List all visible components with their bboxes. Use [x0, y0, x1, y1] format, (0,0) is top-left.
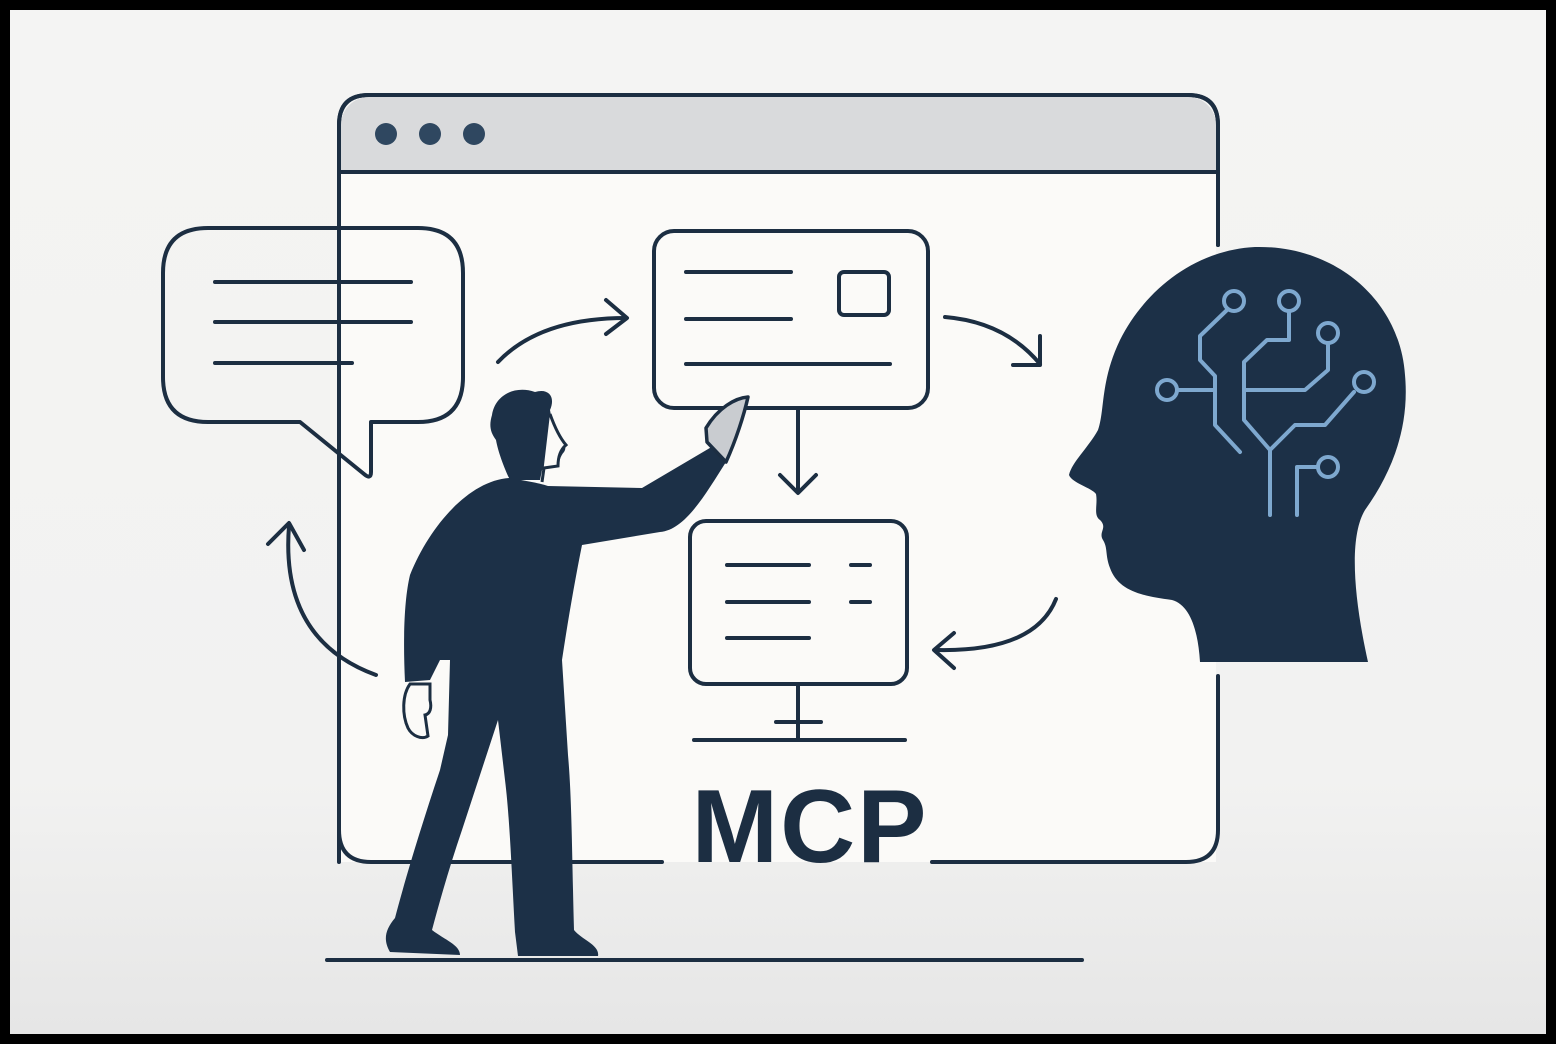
illustration-canvas: MCP [10, 10, 1546, 1034]
arrow-down-right-icon [943, 315, 1042, 366]
image-placeholder-icon [837, 270, 891, 317]
flow-arrows [266, 298, 1058, 677]
window-dot-icon [419, 123, 441, 145]
arrow-left-icon [935, 597, 1058, 653]
window-dot-icon [463, 123, 485, 145]
arrow-right-icon [496, 316, 628, 364]
arrow-up-icon [286, 524, 378, 677]
speech-bubble-icon [161, 226, 465, 479]
mcp-diagram [161, 93, 1406, 962]
top-card [652, 229, 930, 410]
person-figure [385, 389, 750, 956]
circuit-brain-icon [1155, 289, 1376, 517]
bottom-card-monitor [688, 519, 909, 742]
mcp-title-label: MCP [691, 769, 929, 885]
window-dot-icon [375, 123, 397, 145]
ai-head-icon [1069, 246, 1406, 662]
